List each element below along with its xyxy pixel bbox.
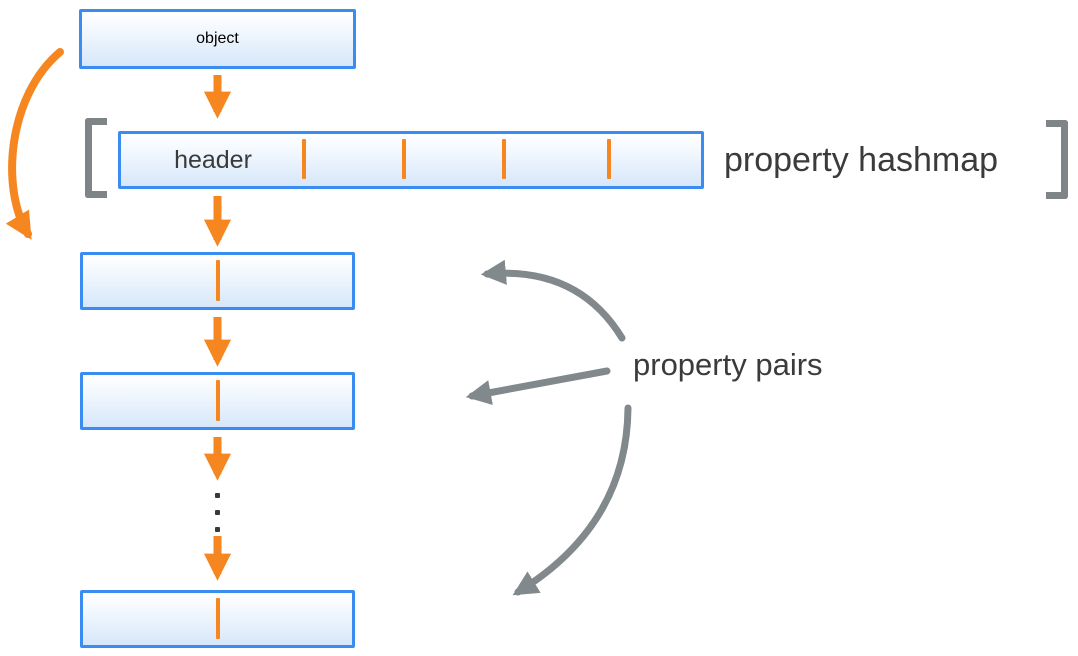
property-pairs-caption: property pairs <box>633 347 823 382</box>
hashmap-slot-divider <box>302 139 306 179</box>
pointer-arrow-to-pair3 <box>512 404 632 596</box>
right-bracket <box>1046 120 1068 199</box>
left-bracket <box>85 118 107 198</box>
header-cell-label: header <box>174 145 252 174</box>
object-box: object <box>79 9 356 69</box>
property-pair-box-2 <box>80 372 355 430</box>
pointer-arrow-to-pair2 <box>465 367 611 405</box>
hashmap-slot-divider <box>502 139 506 179</box>
property-pair-box-3 <box>80 590 355 648</box>
ellipsis-dot <box>215 493 220 498</box>
pair-key-value-divider <box>215 598 220 639</box>
property-pair-box-1 <box>80 252 355 310</box>
ellipsis-dot <box>215 527 220 532</box>
curved-arrow-object-to-pairs <box>5 48 64 240</box>
pair-key-value-divider <box>215 380 220 421</box>
object-box-label: object <box>196 30 239 47</box>
property-hashmap-box: header <box>118 131 704 189</box>
hashmap-slot-divider <box>607 139 611 179</box>
property-hashmap-caption: property hashmap <box>724 141 999 179</box>
hashmap-slot-divider <box>402 139 406 179</box>
pointer-arrow-to-pair1 <box>480 259 626 342</box>
ellipsis-dot <box>215 510 220 515</box>
pair-key-value-divider <box>215 260 220 301</box>
